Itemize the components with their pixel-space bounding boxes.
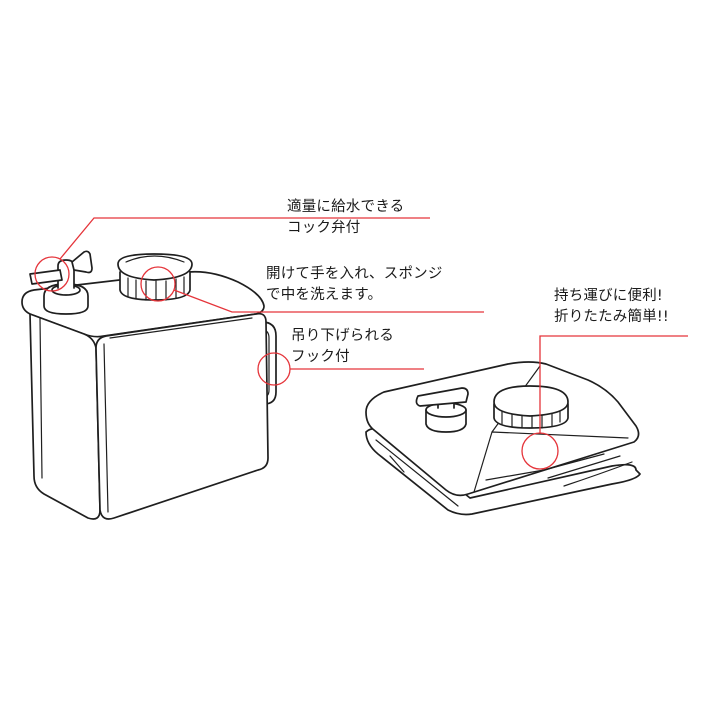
- fold-callout-line-1: 持ち運びに便利!: [554, 288, 663, 304]
- water-tank-upright: [21, 250, 277, 520]
- faucet-spout: [29, 250, 93, 315]
- spout-highlight-circle: [34, 256, 70, 292]
- fold-callout: 持ち運びに便利! 折りたたみ簡単!!: [554, 286, 669, 328]
- hook-callout-line-2: フック付: [291, 349, 350, 365]
- spout-callout: 適量に給水できる コック弁付: [287, 197, 404, 239]
- folded-faucet: [415, 387, 469, 433]
- tank-front-face: [29, 313, 101, 520]
- cap-leader-line: [173, 289, 484, 313]
- spout-leader-line: [59, 217, 430, 260]
- hook-callout-line-1: 吊り下げられる: [291, 328, 394, 344]
- cap-callout: 開けて手を入れ、スポンジ で中を洗えます。: [266, 264, 443, 306]
- spout-callout-line-1: 適量に給水できる: [287, 199, 405, 215]
- folded-screw-cap: [493, 385, 569, 429]
- water-tank-folded: [365, 361, 641, 516]
- cap-highlight-circle: [140, 266, 176, 302]
- callout-leaders: [34, 217, 688, 470]
- fold-leader-line: [539, 335, 688, 433]
- fold-callout-line-2: 折りたたみ簡単!!: [554, 309, 669, 325]
- spout-callout-line-2: コック弁付: [287, 220, 361, 236]
- cap-callout-line-1: 開けて手を入れ、スポンジ: [266, 266, 443, 282]
- hook-callout: 吊り下げられる フック付: [291, 326, 394, 368]
- tank-side-face: [95, 312, 269, 520]
- cap-callout-line-2: で中を洗えます。: [266, 287, 383, 303]
